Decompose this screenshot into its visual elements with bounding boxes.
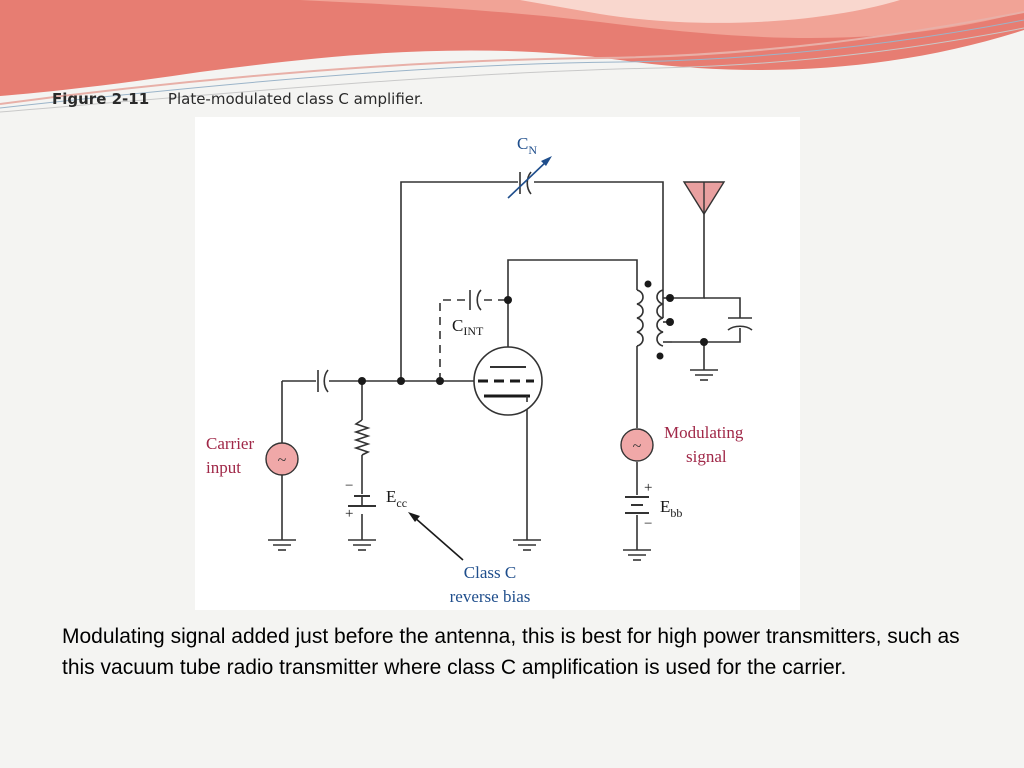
ground-symbols (268, 369, 718, 561)
decor-line-1 (0, 19, 1024, 109)
label-modulating-line2: signal (686, 447, 727, 466)
figure-caption: Figure 2-11 Plate-modulated class C ampl… (52, 90, 424, 108)
ground-ebb (623, 549, 651, 561)
capacitor-cn (519, 171, 532, 195)
battery-ebb (625, 496, 649, 514)
capacitor-cn-arrowhead (541, 156, 552, 166)
battery-ecc (348, 495, 376, 507)
capacitor-input (317, 369, 329, 393)
figure-number: Figure 2-11 (52, 90, 150, 108)
label-classc-line2: reverse bias (450, 587, 531, 606)
modulating-source-tilde: ~ (633, 438, 642, 455)
label-ebb-plus: + (644, 480, 652, 496)
carrier-source-tilde: ~ (278, 452, 287, 469)
decor-line-2 (0, 27, 1024, 113)
label-ecc: Ecc (386, 487, 407, 510)
figure-title: Plate-modulated class C amplifier. (167, 90, 424, 108)
label-ecc-plus: + (345, 506, 353, 522)
wire-feedback-right (534, 181, 664, 318)
wire-cint-dashed (439, 299, 466, 381)
junction-dots (358, 294, 708, 385)
wire-tank-bottom (672, 328, 741, 343)
label-ebb-sub: bb (670, 506, 682, 520)
wire-antenna (672, 212, 705, 299)
label-modulating-line1: Modulating (664, 423, 744, 442)
label-carrier-line2: input (206, 458, 241, 477)
label-ebb: Ebb (660, 497, 682, 520)
ground-secondary (690, 369, 718, 381)
carrier-source: ~ (265, 442, 299, 476)
transformer-primary (636, 289, 644, 347)
class-c-arrowhead (408, 512, 420, 522)
label-cn: CN (517, 134, 537, 157)
label-ecc-minus: − (345, 478, 353, 494)
capacitor-cn-arrow (507, 159, 549, 199)
ground-ecc (348, 539, 376, 551)
wire-tank-top (704, 297, 741, 318)
capacitor-cint (469, 289, 482, 311)
ground-carrier (268, 539, 296, 551)
modulating-source: ~ (620, 428, 654, 462)
capacitor-tank (727, 317, 753, 331)
label-cn-sub: N (528, 143, 537, 157)
label-ecc-main: E (386, 487, 396, 506)
vacuum-tube (473, 346, 543, 416)
resistor-grid (353, 419, 371, 456)
decor-line-3 (0, 11, 1024, 105)
decor-wave-highlight (520, 0, 900, 23)
wire-plate-top (507, 259, 638, 300)
header-decoration (0, 0, 1024, 113)
label-ecc-sub: cc (396, 496, 407, 510)
ground-cathode (513, 539, 541, 551)
wire-feedback-left (400, 181, 518, 381)
circuit-diagram: ~ ~ (206, 134, 753, 606)
circuit-figure: ~ ~ (195, 117, 800, 610)
label-cint: CINT (452, 316, 484, 338)
transformer (636, 289, 672, 347)
label-ebb-minus: − (644, 516, 652, 532)
label-cn-main: C (517, 134, 528, 153)
transformer-secondary (656, 289, 664, 347)
body-text: Modulating signal added just before the … (62, 625, 960, 679)
label-cint-main: C (452, 316, 463, 335)
transformer-dots (644, 280, 664, 360)
label-classc-line1: Class C (464, 563, 516, 582)
label-carrier-line1: Carrier (206, 434, 254, 453)
class-c-arrow-line (413, 516, 464, 561)
label-ebb-main: E (660, 497, 670, 516)
label-cint-sub: INT (463, 324, 484, 338)
